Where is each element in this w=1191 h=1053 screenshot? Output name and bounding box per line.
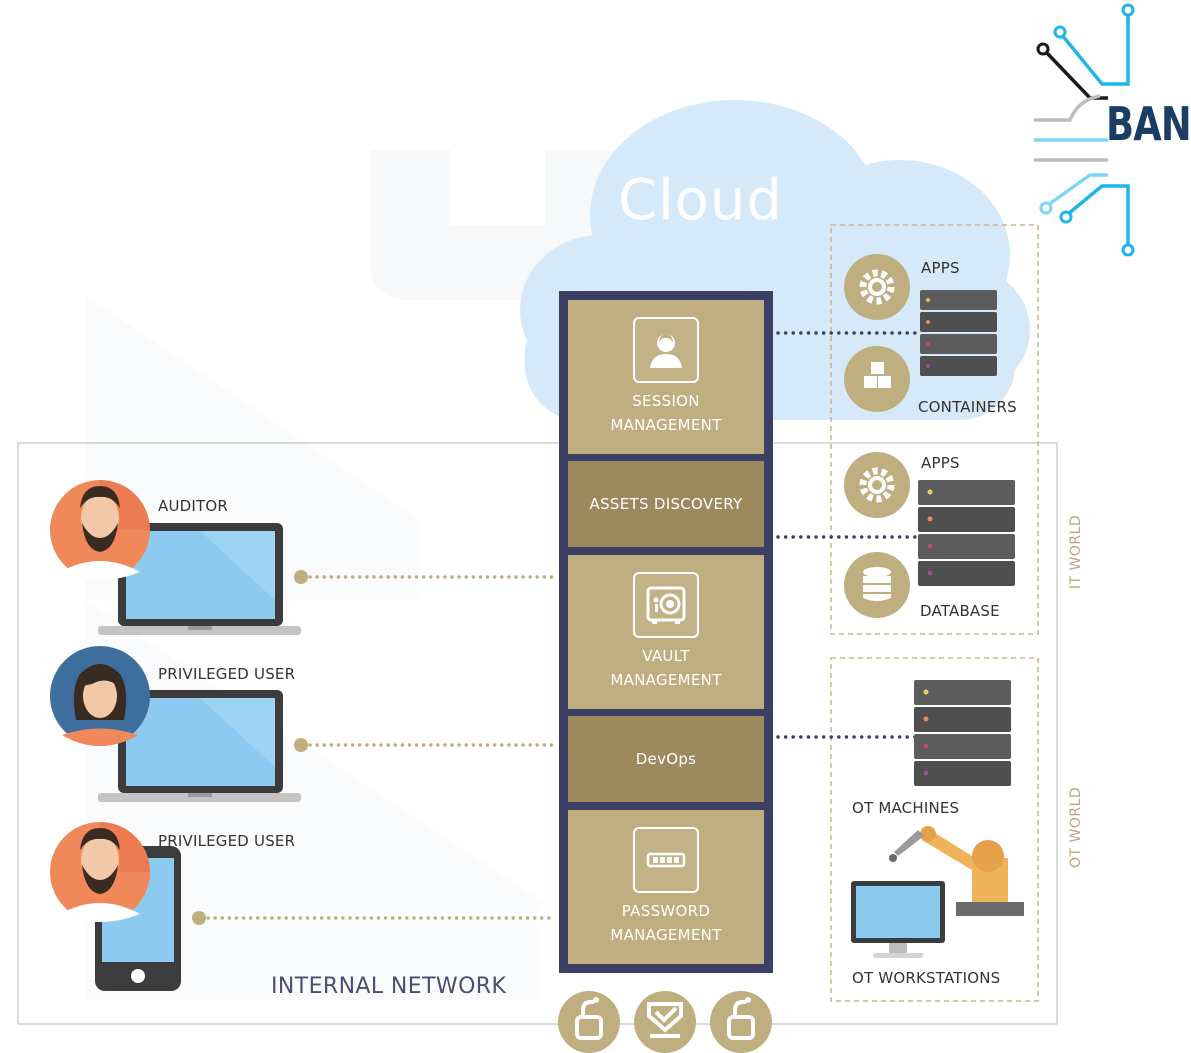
laptop-icon — [98, 690, 301, 802]
password-icon — [633, 827, 699, 893]
session-management-label-2: MANAGEMENT — [610, 416, 722, 434]
lock-icon — [558, 991, 620, 1053]
devops-module[interactable]: DevOps — [568, 716, 764, 802]
internal-network-label: INTERNAL NETWORK — [271, 974, 507, 999]
connector-dot — [192, 911, 206, 925]
assets-discovery-label: ASSETS DISCOVERY — [589, 495, 743, 513]
logo-circuit-icon — [1034, 12, 1130, 248]
monitor-icon — [851, 881, 945, 958]
connector-dot — [294, 570, 308, 584]
safe-icon — [633, 572, 699, 638]
assets-discovery-module[interactable]: ASSETS DISCOVERY — [568, 461, 764, 547]
server-icon — [914, 680, 1011, 786]
password-management-module[interactable]: PASSWORD MANAGEMENT — [568, 810, 764, 964]
ot-machines-label: OT MACHINES — [852, 799, 960, 817]
avatar-privileged-user-man — [50, 822, 150, 922]
server-icon — [918, 480, 1015, 586]
ot-world-label: OT WORLD — [1068, 786, 1084, 868]
assets-panel-bg — [568, 461, 764, 547]
session-management-label-1: SESSION — [632, 392, 700, 410]
user-icon — [633, 317, 699, 383]
shield-icon — [634, 991, 696, 1053]
vault-panel-bg — [568, 555, 764, 709]
devops-panel-bg — [568, 716, 764, 802]
ot-workstations-label: OT WORKSTATIONS — [852, 969, 1001, 987]
vault-management-module[interactable]: VAULT MANAGEMENT — [568, 555, 764, 709]
avatar-auditor — [50, 480, 150, 580]
logo-text: BAN — [1106, 97, 1191, 151]
it-world-zone — [830, 224, 1039, 635]
password-management-label-1: PASSWORD — [621, 902, 711, 920]
password-management-label-2: MANAGEMENT — [610, 926, 722, 944]
ot-world-zone — [830, 657, 1039, 1002]
cloud-title: Cloud — [618, 168, 783, 233]
cubes-icon — [844, 346, 910, 412]
cloud-apps-label: APPS — [921, 259, 960, 277]
cloud-containers-label: CONTAINERS — [918, 398, 1017, 416]
vault-management-label-1: VAULT — [642, 647, 690, 665]
logo-circuit-nodes — [1036, 3, 1135, 257]
it-world-label: IT WORLD — [1068, 514, 1084, 590]
password-panel-bg — [568, 810, 764, 964]
session-panel-bg — [568, 300, 764, 454]
gear-icon — [844, 254, 910, 320]
internal-network-border — [17, 442, 1058, 1025]
lock-icon — [710, 991, 772, 1053]
it-apps-label: APPS — [921, 454, 960, 472]
it-database-label: DATABASE — [920, 602, 1000, 620]
user-label-auditor: AUDITOR — [158, 497, 229, 515]
session-management-module[interactable]: SESSION MANAGEMENT — [568, 300, 764, 454]
server-icon — [920, 290, 997, 376]
user-label-privileged-2: PRIVILEGED USER — [158, 832, 296, 850]
laptop-icon — [98, 523, 301, 635]
robot-arm-icon — [889, 826, 1024, 916]
user-label-privileged-1: PRIVILEGED USER — [158, 665, 296, 683]
database-icon — [844, 552, 910, 618]
devops-label: DevOps — [635, 750, 697, 768]
connector-dot — [294, 738, 308, 752]
vault-management-label-2: MANAGEMENT — [610, 671, 722, 689]
gear-icon — [844, 452, 910, 518]
avatar-privileged-user-woman — [50, 646, 150, 746]
